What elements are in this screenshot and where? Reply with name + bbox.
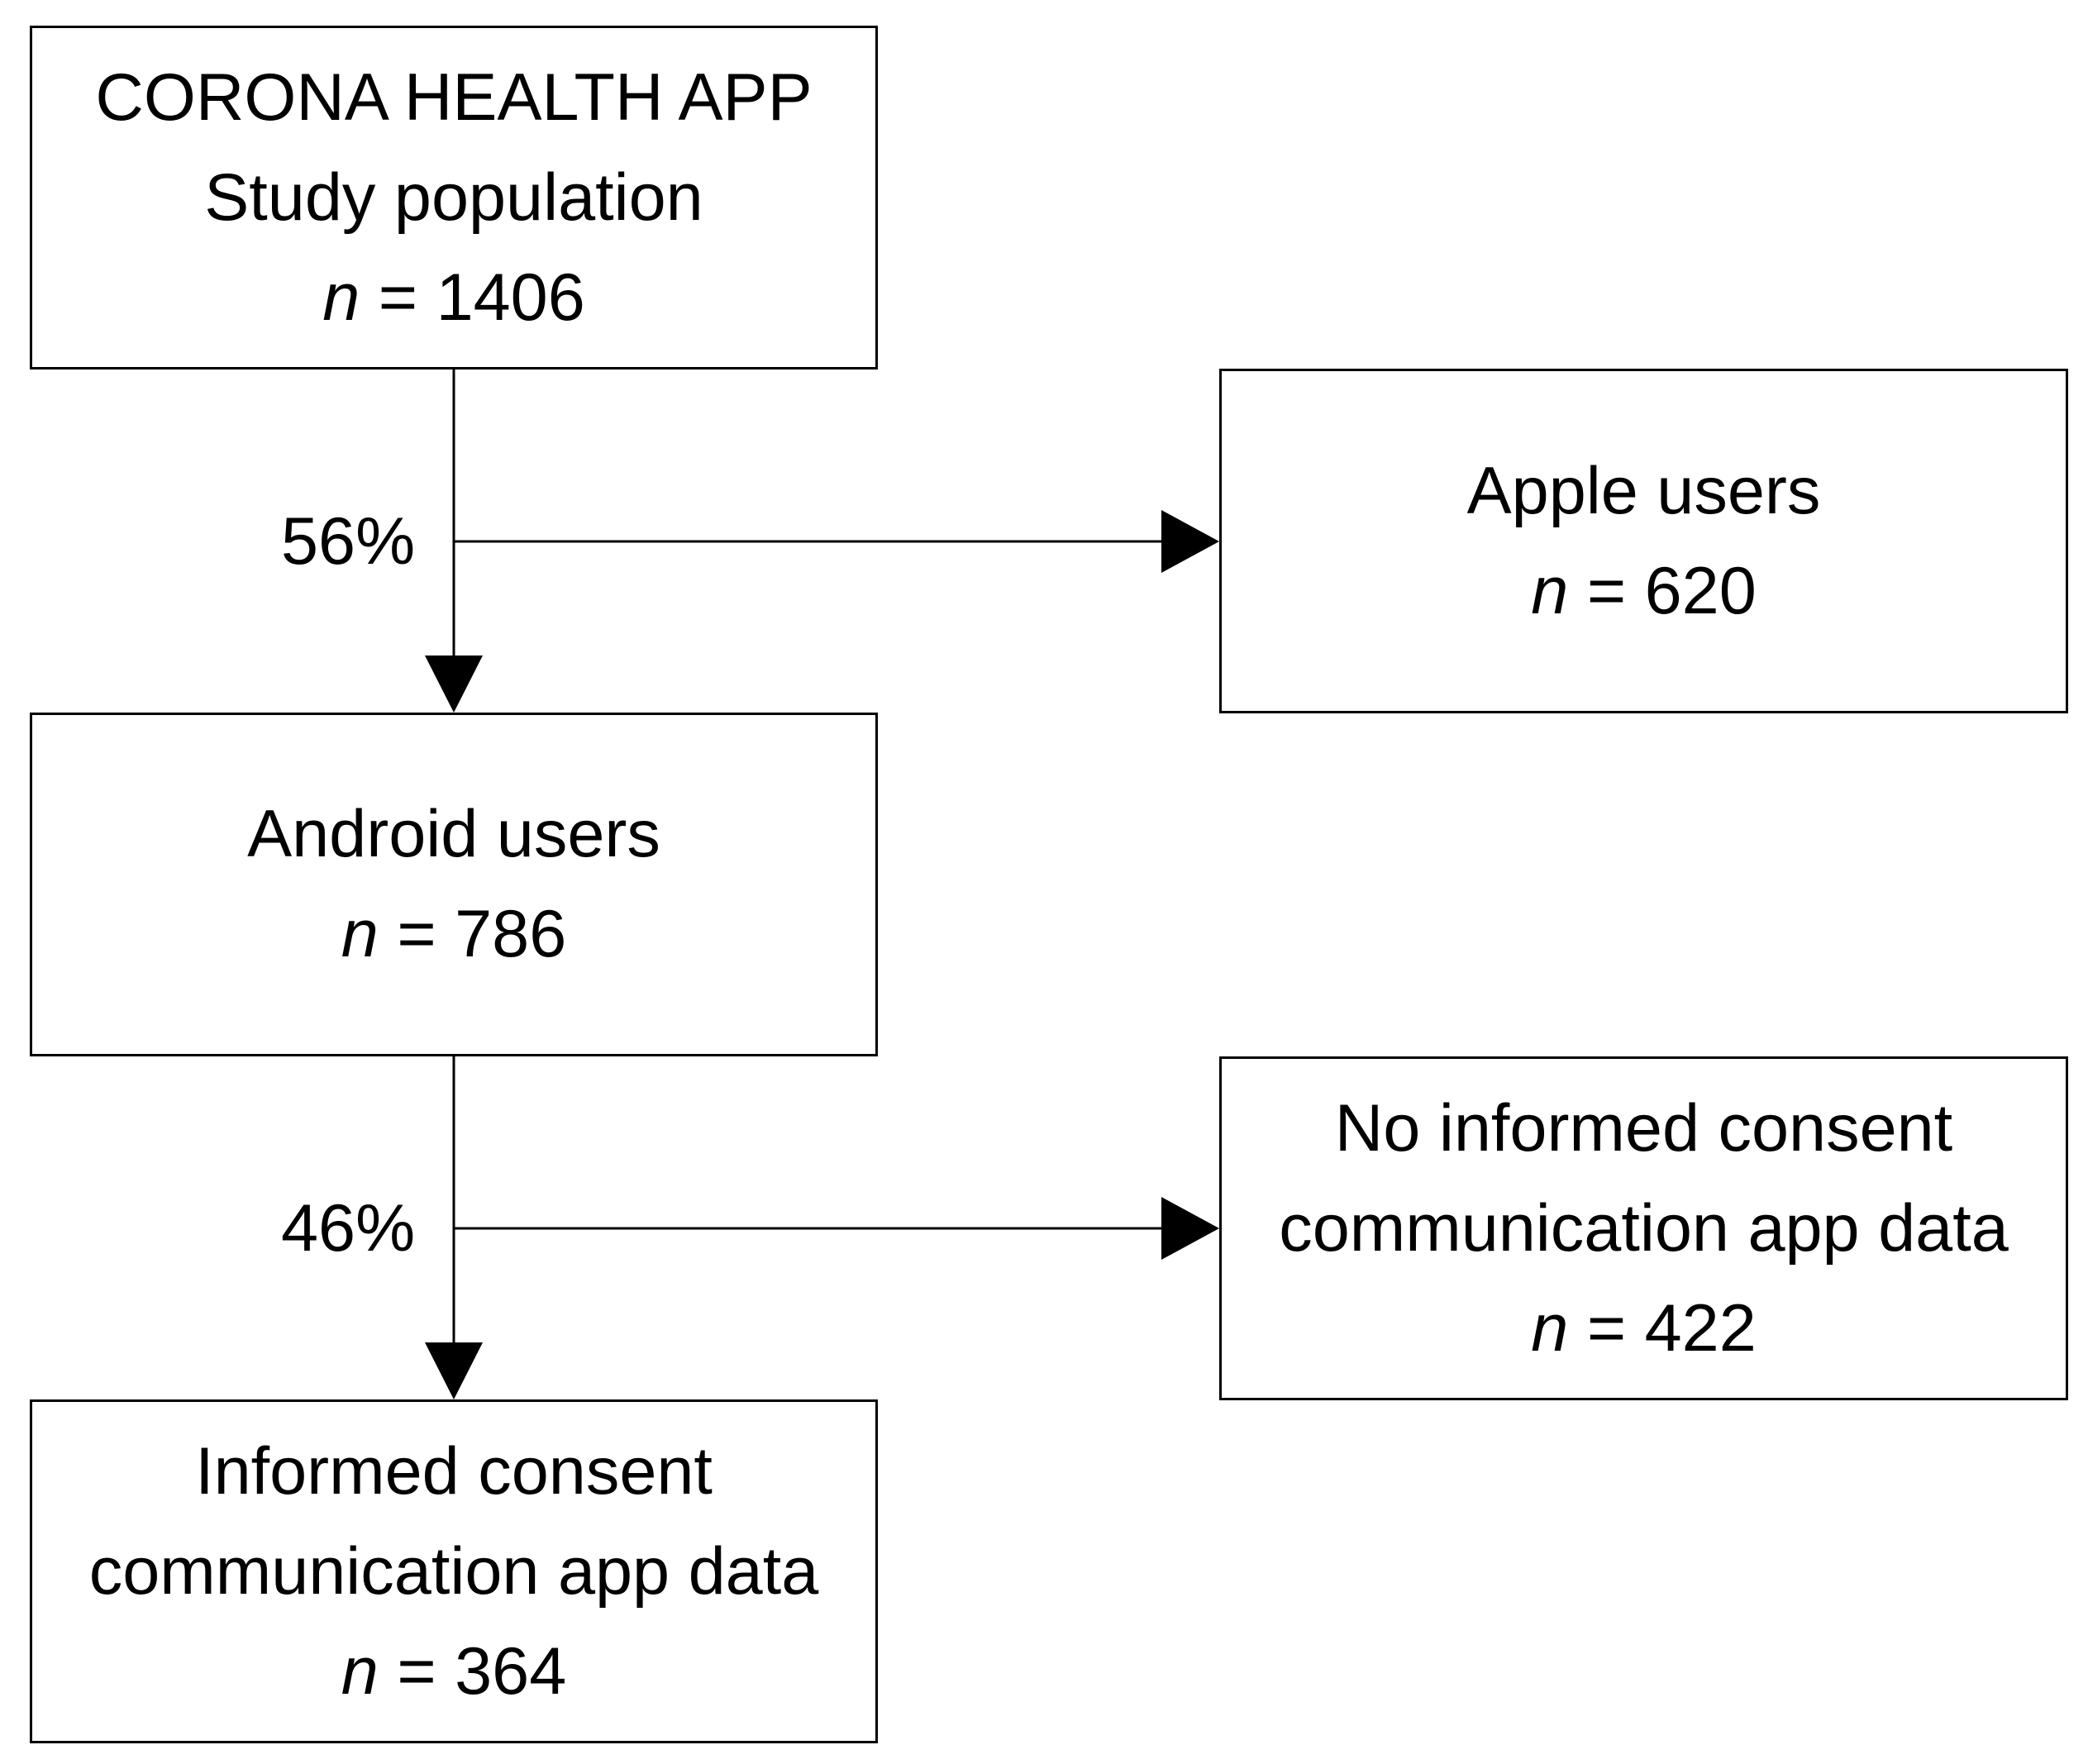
no-consent-line1: No informed consent <box>1334 1090 1953 1166</box>
no-consent-line2: communication app data <box>1279 1190 2009 1266</box>
apple-users-box: Apple users n = 620 <box>1219 369 2068 713</box>
study-population-box: CORONA HEALTH APP Study population n = 1… <box>30 26 878 369</box>
no-consent-count: n = 422 <box>1531 1279 1757 1379</box>
apple-n-value: = 620 <box>1586 553 1757 628</box>
study-count: n = 1406 <box>322 248 585 348</box>
android-n-label: n <box>341 897 379 971</box>
consent-n-label: n <box>341 1633 379 1709</box>
no-informed-consent-box: No informed consent communication app da… <box>1219 1056 2068 1400</box>
study-subtitle: Study population <box>204 160 703 235</box>
android-n-value: = 786 <box>397 897 567 971</box>
android-users-box: Android users n = 786 <box>30 713 878 1056</box>
no-consent-percentage-label: 46% <box>281 1191 416 1266</box>
consent-n-value: = 364 <box>397 1633 567 1709</box>
no-consent-n-value: = 422 <box>1586 1290 1757 1366</box>
study-title: CORONA HEALTH APP <box>95 60 813 135</box>
arrowhead-to-consent <box>425 1342 483 1399</box>
apple-count: n = 620 <box>1531 541 1757 641</box>
no-consent-n-label: n <box>1531 1290 1569 1366</box>
study-n-label: n <box>322 260 360 335</box>
android-count: n = 786 <box>341 884 567 985</box>
consent-count: n = 364 <box>341 1622 567 1722</box>
arrowhead-to-no-consent <box>1161 1197 1219 1260</box>
apple-title: Apple users <box>1466 453 1821 528</box>
consent-line1: Informed consent <box>195 1433 713 1509</box>
arrowhead-to-android <box>425 656 483 713</box>
arrowhead-to-apple <box>1161 510 1219 573</box>
android-title: Android users <box>247 797 660 871</box>
informed-consent-box: Informed consent communication app data … <box>30 1399 878 1743</box>
apple-percentage-label: 56% <box>281 504 416 579</box>
apple-n-label: n <box>1531 553 1569 628</box>
study-n-value: = 1406 <box>378 260 585 335</box>
consent-line2: communication app data <box>88 1533 819 1609</box>
